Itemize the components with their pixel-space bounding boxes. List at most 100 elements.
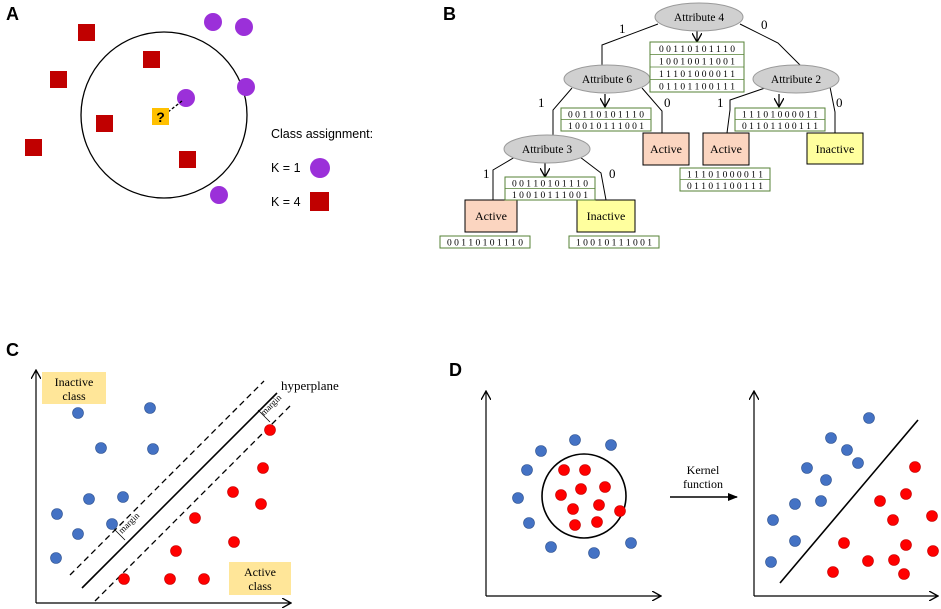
margin-label-upper: margin bbox=[258, 392, 283, 417]
class-assignment-title: Class assignment: bbox=[271, 127, 373, 141]
branch-label-root-right: 0 bbox=[761, 17, 768, 32]
leaf-active-a2: Active bbox=[702, 132, 750, 166]
edge-root-right bbox=[739, 23, 806, 71]
bitstring: 0 0 1 1 0 1 0 1 1 1 0 bbox=[447, 239, 523, 249]
red-point bbox=[255, 498, 267, 510]
bitstrings-a2-active: 1 1 1 0 1 0 0 0 0 1 1 0 1 1 0 1 1 0 0 1 … bbox=[679, 167, 771, 192]
panel-label-a: A bbox=[6, 4, 19, 24]
leaf-label: Inactive bbox=[587, 209, 626, 223]
red-point bbox=[599, 481, 611, 493]
bitstring: 1 0 0 1 0 1 1 1 0 0 1 bbox=[576, 239, 652, 249]
red-point bbox=[264, 424, 276, 436]
red-points-d-right bbox=[827, 461, 939, 580]
blue-points-d-left bbox=[512, 434, 637, 559]
leaf-label: Inactive bbox=[816, 142, 855, 156]
leaf-label: Active bbox=[650, 142, 682, 156]
red-point bbox=[591, 516, 603, 528]
red-points-c bbox=[118, 424, 276, 585]
attribute-node-label: Attribute 4 bbox=[674, 12, 724, 24]
attribute-node-right: Attribute 2 bbox=[752, 64, 840, 94]
inactive-class-label: Inactive bbox=[55, 375, 94, 389]
leaf-inactive-a2: Inactive bbox=[806, 132, 864, 165]
bitstrings-attr6: 0 0 1 1 0 1 0 1 1 1 0 1 0 0 1 0 1 1 1 0 … bbox=[560, 107, 652, 132]
bitstring: 0 1 1 0 1 1 0 0 1 1 1 bbox=[687, 182, 763, 192]
panel-d-kernel: Kernel function bbox=[486, 392, 939, 596]
red-point bbox=[228, 536, 240, 548]
blue-point bbox=[852, 457, 864, 469]
edge-a2-right bbox=[829, 86, 836, 133]
red-point bbox=[593, 499, 605, 511]
panel-a-knn: ? Class assignment: K = 1 K = 4 bbox=[25, 13, 373, 211]
legend-k1-marker bbox=[310, 158, 330, 178]
blue-point bbox=[765, 556, 777, 568]
bitstrings-root: 0 0 1 1 0 1 0 1 1 1 0 1 0 0 1 0 0 1 1 0 … bbox=[649, 41, 745, 93]
red-points-d-left bbox=[555, 464, 626, 531]
margin-line-upper bbox=[69, 380, 265, 576]
red-point bbox=[257, 462, 269, 474]
branch-label-a3-right: 0 bbox=[609, 166, 616, 181]
active-class-box: Active class bbox=[229, 562, 291, 595]
blue-point bbox=[841, 444, 853, 456]
purple-circle-points bbox=[177, 13, 255, 204]
bitstring: 0 0 1 1 0 1 0 1 1 1 0 bbox=[659, 45, 735, 55]
bitstring: 1 1 1 0 1 0 0 0 0 1 1 bbox=[687, 171, 763, 181]
red-point bbox=[614, 505, 626, 517]
edge-a6-left bbox=[552, 87, 573, 142]
red-point bbox=[555, 489, 567, 501]
branch-label-a2-right: 0 bbox=[836, 95, 843, 110]
inactive-class-box: Inactive class bbox=[42, 372, 106, 404]
blue-point bbox=[521, 464, 533, 476]
red-point bbox=[926, 510, 938, 522]
tree-edges bbox=[492, 23, 836, 201]
leaf-active-a3: Active bbox=[464, 199, 518, 233]
legend-k4-marker bbox=[310, 192, 329, 211]
blue-point bbox=[569, 434, 581, 446]
query-point bbox=[152, 108, 169, 125]
blue-point bbox=[512, 492, 524, 504]
bitstrings-a3-active: 0 0 1 1 0 1 0 1 1 1 0 bbox=[439, 235, 531, 249]
red-point bbox=[898, 568, 910, 580]
blue-point bbox=[535, 445, 547, 457]
purple-circle-point bbox=[235, 18, 253, 36]
red-square-point bbox=[96, 115, 113, 132]
bitstring-arrows bbox=[545, 30, 779, 176]
attribute-node-left-left: Attribute 3 bbox=[503, 134, 591, 164]
blue-point bbox=[789, 498, 801, 510]
red-point bbox=[227, 486, 239, 498]
attribute-node-label: Attribute 6 bbox=[582, 74, 632, 86]
blue-points-c bbox=[50, 402, 159, 564]
red-point bbox=[164, 573, 176, 585]
red-point bbox=[887, 514, 899, 526]
blue-point bbox=[605, 439, 617, 451]
bitstrings-a3-inactive: 1 0 0 1 0 1 1 1 0 0 1 bbox=[568, 235, 660, 249]
blue-point bbox=[545, 541, 557, 553]
red-point bbox=[569, 519, 581, 531]
bitstrings-attr3: 0 0 1 1 0 1 0 1 1 1 0 1 0 0 1 0 1 1 1 0 … bbox=[504, 176, 596, 201]
blue-point bbox=[106, 518, 118, 530]
red-square-points bbox=[25, 24, 196, 168]
margin-line-lower bbox=[94, 405, 291, 602]
red-point bbox=[900, 539, 912, 551]
leaf-inactive-a3: Inactive bbox=[576, 199, 636, 233]
red-point bbox=[909, 461, 921, 473]
kernel-label: Kernel bbox=[687, 463, 720, 477]
margin-tick bbox=[112, 527, 126, 541]
branch-label-a2-left: 1 bbox=[717, 95, 724, 110]
edge-a3-left bbox=[492, 156, 516, 200]
red-square-point bbox=[143, 51, 160, 68]
blue-point bbox=[789, 535, 801, 547]
legend-k1-label: K = 1 bbox=[271, 161, 301, 175]
bitstring: 0 1 1 0 1 1 0 0 1 1 1 bbox=[659, 83, 735, 93]
panel-label-b: B bbox=[443, 4, 456, 24]
attribute-node-label: Attribute 2 bbox=[771, 74, 821, 86]
blue-point bbox=[815, 495, 827, 507]
attribute-node-root: Attribute 4 bbox=[654, 2, 744, 32]
bitstring: 1 0 0 1 0 0 1 1 0 0 1 bbox=[659, 58, 735, 68]
blue-points-d-right bbox=[765, 412, 875, 568]
red-point bbox=[579, 464, 591, 476]
blue-point bbox=[95, 442, 107, 454]
branch-label-root-left: 1 bbox=[619, 21, 626, 36]
red-point bbox=[170, 545, 182, 557]
red-point bbox=[862, 555, 874, 567]
red-point bbox=[827, 566, 839, 578]
